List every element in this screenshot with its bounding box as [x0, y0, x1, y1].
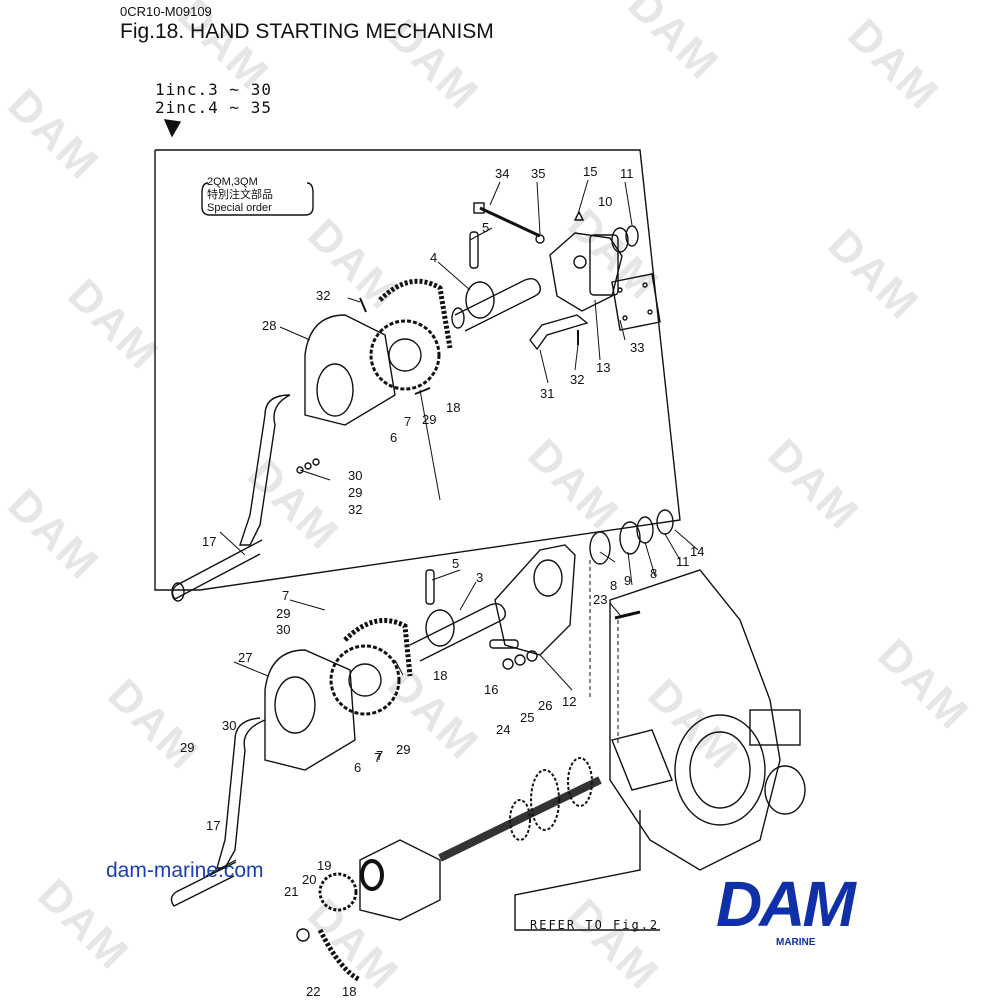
- lower-part-label-9: 30: [276, 622, 290, 637]
- lower-part-label-0: 5: [452, 556, 459, 571]
- special-order-frame: [154, 149, 681, 591]
- upper-part-label-11: 32: [570, 372, 584, 387]
- dam-logo: DAM MARINE: [716, 868, 900, 948]
- upper-part-label-9: 33: [630, 340, 644, 355]
- lower-part-label-22: 7: [374, 750, 381, 765]
- lower-part-label-23: 29: [180, 740, 194, 755]
- special-bracket: [201, 182, 314, 216]
- lower-part-label-17: 18: [433, 668, 447, 683]
- upper-part-label-12: 31: [540, 386, 554, 401]
- lower-part-label-14: 25: [520, 710, 534, 725]
- upper-part-label-1: 35: [531, 166, 545, 181]
- lower-part-label-28: 22: [306, 984, 320, 999]
- lower-part-label-5: 11: [676, 554, 690, 569]
- refer-note: REFER TO Fig.2: [530, 918, 660, 932]
- special-english: Special order: [207, 202, 272, 214]
- upper-assembly: [171, 202, 661, 602]
- lower-part-label-11: 23: [593, 592, 607, 607]
- lower-part-label-4: 8: [650, 566, 657, 581]
- special-models: 2QM,3QM: [207, 176, 258, 188]
- logo-text: DAM: [716, 868, 856, 940]
- lower-part-label-24: 17: [206, 818, 220, 833]
- leader-lines: [205, 179, 699, 877]
- lower-part-label-10: 27: [238, 650, 252, 665]
- upper-part-label-16: 7: [404, 414, 411, 429]
- lower-part-label-13: 24: [496, 722, 510, 737]
- upper-part-label-6: 4: [430, 250, 437, 265]
- upper-part-label-19: 32: [348, 502, 362, 517]
- figure-title: Fig.18. HAND STARTING MECHANISM: [120, 20, 494, 43]
- lower-part-label-16: 12: [562, 694, 576, 709]
- lower-part-label-26: 20: [302, 872, 316, 887]
- upper-part-label-18: 29: [348, 485, 362, 500]
- logo-sub: MARINE: [776, 937, 816, 948]
- upper-part-label-14: 29: [422, 412, 436, 427]
- upper-part-label-8: 28: [262, 318, 276, 333]
- upper-part-label-4: 10: [598, 194, 612, 209]
- upper-part-label-5: 5: [482, 220, 489, 235]
- upper-part-label-2: 15: [583, 164, 597, 179]
- arrow-icon: [163, 119, 182, 138]
- document-code: 0CR10-M09109: [120, 4, 212, 19]
- upper-part-label-7: 32: [316, 288, 330, 303]
- lower-part-label-21: 6: [354, 760, 361, 775]
- upper-part-label-20: 17: [202, 534, 216, 549]
- special-order-note: 2QM,3QM 特別注文部品 Special order: [207, 176, 273, 215]
- lower-part-label-6: 14: [690, 544, 704, 559]
- special-japanese: 特別注文部品: [207, 189, 273, 201]
- inc-line-1: 1inc.3 ~ 30: [155, 80, 272, 99]
- inc-line-2: 2inc.4 ~ 35: [155, 98, 272, 117]
- upper-part-label-15: 6: [390, 430, 397, 445]
- upper-part-label-13: 18: [446, 400, 460, 415]
- upper-part-label-0: 34: [495, 166, 509, 181]
- upper-part-label-3: 11: [620, 166, 634, 181]
- site-url[interactable]: dam-marine.com: [106, 859, 264, 882]
- lower-part-label-15: 26: [538, 698, 552, 713]
- lower-part-label-7: 7: [282, 588, 289, 603]
- lower-part-label-8: 29: [276, 606, 290, 621]
- lower-part-label-18: 7: [376, 748, 383, 763]
- lower-part-label-29: 18: [342, 984, 356, 999]
- lower-part-label-12: 16: [484, 682, 498, 697]
- upper-labels: 34 35 15 11 10 5 4 32 28 33 13 32 31 18 29 67 30 29 32 17: [202, 164, 644, 549]
- lower-assembly: [170, 509, 806, 983]
- lower-part-label-19: 29: [396, 742, 410, 757]
- lower-part-label-3: 8: [610, 578, 617, 593]
- upper-part-label-10: 13: [596, 360, 610, 375]
- lower-part-label-1: 3: [476, 570, 483, 585]
- lower-part-label-27: 21: [284, 884, 298, 899]
- lower-part-label-20: 30: [222, 718, 236, 733]
- lower-part-label-25: 19: [317, 858, 331, 873]
- lower-part-label-2: 9: [624, 573, 631, 588]
- upper-part-label-17: 30: [348, 468, 362, 483]
